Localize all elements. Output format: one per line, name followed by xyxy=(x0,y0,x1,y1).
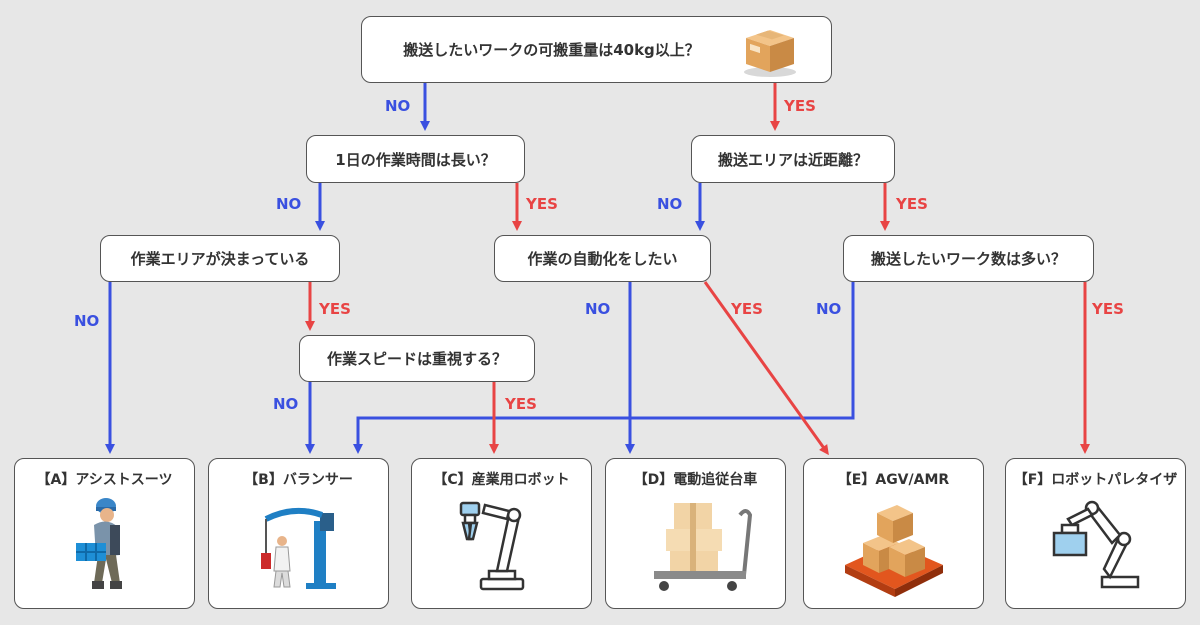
label-yes: YES xyxy=(1092,300,1124,318)
label-yes: YES xyxy=(526,195,558,213)
question-weight-text: 搬送したいワークの可搬重量は40kg以上？ xyxy=(403,41,700,59)
label-no: NO xyxy=(273,395,299,413)
label-yes: YES xyxy=(784,97,816,115)
question-work-hours: 1日の作業時間は長い？ xyxy=(306,135,525,183)
question-work-count: 搬送したいワーク数は多い？ xyxy=(843,235,1094,282)
hand-cart-icon xyxy=(653,503,752,591)
result-balancer: 【B】バランサー xyxy=(208,458,389,609)
label-no: NO xyxy=(74,312,100,330)
label-yes: YES xyxy=(319,300,351,318)
result-title: 【E】AGV/AMR xyxy=(837,472,950,488)
question-fixed-area: 作業エリアが決まっている xyxy=(100,235,340,282)
balancer-crane-icon xyxy=(260,507,336,589)
palletizer-robot-icon xyxy=(1052,500,1139,589)
question-speed: 作業スピードは重視する？ xyxy=(299,335,535,382)
label-no: NO xyxy=(816,300,842,318)
label-yes: YES xyxy=(731,300,763,318)
result-robot-palletizer: 【F】ロボットパレタイザ xyxy=(1005,458,1186,609)
label-no: NO xyxy=(585,300,611,318)
label-yes: YES xyxy=(896,195,928,213)
worker-assist-suit-icon xyxy=(75,498,122,589)
robot-arm-icon xyxy=(459,501,524,591)
result-title: 【C】産業用ロボット xyxy=(433,472,570,488)
label-no: NO xyxy=(276,195,302,213)
result-assist-suit: 【A】アシストスーツ xyxy=(14,458,195,609)
result-industrial-robot: 【C】産業用ロボット xyxy=(411,458,592,609)
label-no: NO xyxy=(657,195,683,213)
label-yes: YES xyxy=(505,395,537,413)
label-no: NO xyxy=(385,97,411,115)
result-title: 【D】電動追従台車 xyxy=(633,472,758,488)
result-following-cart: 【D】電動追従台車 xyxy=(605,458,786,609)
agv-icon xyxy=(844,505,943,597)
arrow-q5-yes xyxy=(703,281,829,456)
result-title: 【A】アシストスーツ xyxy=(36,472,173,488)
result-agv-amr: 【E】AGV/AMR xyxy=(803,458,984,609)
cardboard-box-icon xyxy=(744,30,796,77)
arrow-q6-no xyxy=(353,282,855,454)
question-short-distance: 搬送エリアは近距離？ xyxy=(691,135,895,183)
result-title: 【B】バランサー xyxy=(244,472,353,488)
question-automation: 作業の自動化をしたい xyxy=(494,235,711,282)
result-title: 【F】ロボットパレタイザ xyxy=(1013,472,1178,488)
